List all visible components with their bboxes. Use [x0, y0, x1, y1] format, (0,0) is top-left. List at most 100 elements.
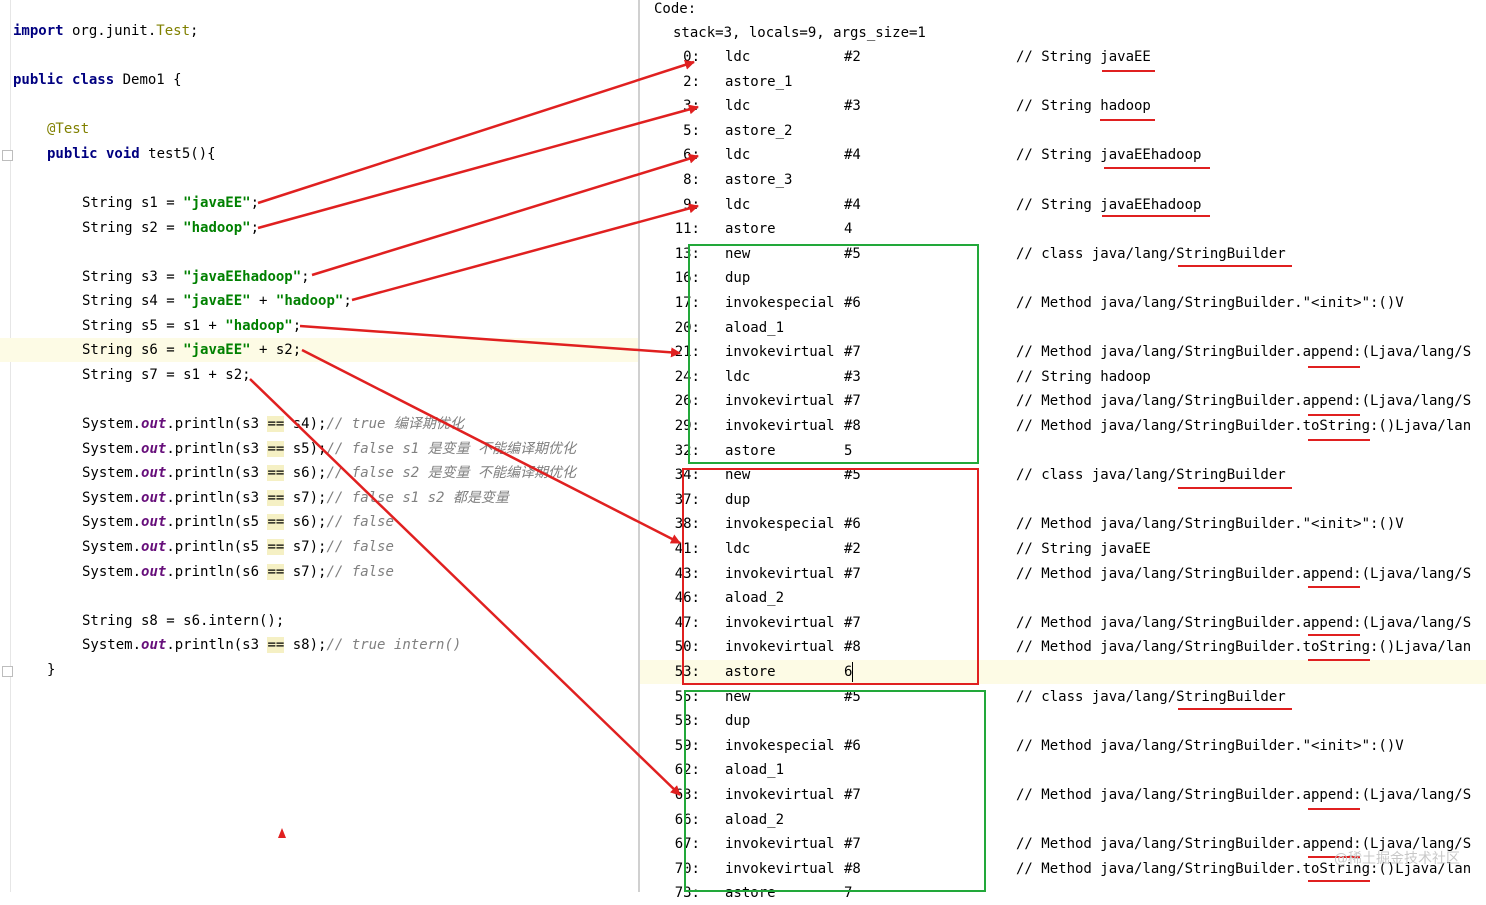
bytecode-row: 2: astore_1: [640, 70, 1486, 94]
bytecode-idx: 2:: [683, 73, 700, 90]
code-line-p5: System.out.println(s5 == s6);// false: [82, 512, 394, 532]
code-token: +: [250, 293, 276, 309]
bytecode-row: 46:aload_2: [640, 586, 1486, 610]
bytecode-view[interactable]: Code: stack=3, locals=9, args_size=1 0:l…: [640, 0, 1486, 901]
code-token: ;: [301, 269, 310, 285]
code-token: ==: [267, 539, 285, 555]
code-token: System.: [82, 490, 142, 506]
code-token: }: [47, 662, 56, 678]
code-token: .println(s3: [166, 637, 268, 653]
code-token: s7);: [284, 539, 327, 555]
bytecode-op: aload_2: [725, 811, 785, 828]
code-token: ;: [190, 23, 199, 39]
code-token: public void: [47, 146, 140, 162]
bytecode-row: 62:aload_1: [640, 758, 1486, 782]
code-token: String s6 =: [82, 342, 184, 358]
stack-info: stack=3, locals=9, args_size=1: [673, 25, 926, 41]
bytecode-op: invokevirtual: [725, 787, 835, 803]
bytecode-op: ldc: [725, 49, 751, 65]
bytecode-arg: #6: [844, 516, 861, 533]
bytecode-arg: #2: [844, 49, 861, 65]
bytecode-idx: 26:: [674, 393, 700, 410]
editor-gutter: [10, 0, 11, 892]
code-line-s6: String s6 = "javaEE" + s2;: [82, 340, 301, 360]
bytecode-cmt: // Method java/lang/StringBuilder.append…: [1016, 393, 1472, 410]
bytecode-op: astore_1: [725, 73, 793, 90]
bytecode-row: 8:astore_3: [640, 168, 1486, 192]
bytecode-row: 24:ldc#3// String hadoop: [640, 365, 1486, 389]
s7-stringbuilder-box: [684, 690, 986, 892]
bytecode-row: 29:invokevirtual#8// Method java/lang/St…: [640, 414, 1486, 438]
code-token: out: [141, 465, 167, 481]
bytecode-cmt: // Method java/lang/StringBuilder.append…: [1016, 836, 1472, 853]
code-token: s7);: [284, 490, 327, 506]
bytecode-op: invokespecial: [725, 295, 835, 311]
bytecode-arg: #8: [844, 860, 861, 877]
bytecode-idx: 66:: [674, 811, 700, 828]
bytecode-row: 58:dup: [640, 709, 1486, 733]
code-line-p3: System.out.println(s3 == s6);// false s2…: [82, 463, 576, 483]
fold-marker-icon[interactable]: [2, 666, 13, 677]
bytecode-op: ldc: [725, 196, 751, 213]
bytecode-op: invokevirtual: [725, 344, 835, 361]
bytecode-row: 0:ldc#2// String javaEE: [640, 45, 1486, 69]
code-token: ==: [267, 637, 285, 653]
bytecode-arg: #4: [844, 196, 861, 213]
code-token: out: [141, 539, 167, 555]
code-token: .println(s3: [166, 416, 268, 432]
bytecode-op: ldc: [725, 98, 751, 115]
code-line-s5: String s5 = s1 + "hadoop";: [82, 316, 301, 336]
pane-divider[interactable]: [638, 0, 640, 892]
bytecode-cmt: // String javaEE: [1016, 49, 1151, 65]
code-token: System.: [82, 539, 142, 555]
bytecode-idx: 38:: [674, 516, 700, 533]
code-token: s7);: [284, 564, 327, 580]
bytecode-idx: 20:: [674, 319, 700, 336]
watermark: @稀土掘金技术社区: [1334, 851, 1460, 867]
code-token: "hadoop": [225, 318, 293, 334]
code-line-class: public class Demo1 {: [13, 70, 182, 90]
code-token: Test: [156, 23, 191, 39]
code-token: System.: [82, 441, 142, 457]
code-token: System.: [82, 465, 142, 481]
fold-marker-icon[interactable]: [2, 150, 13, 161]
bytecode-idx: 58:: [674, 713, 700, 730]
code-token: String s1 =: [82, 195, 184, 211]
bytecode-arg: #8: [844, 639, 861, 656]
bytecode-cmt: // String javaEEhadoop: [1016, 147, 1202, 164]
bytecode-cmt: // String hadoop: [1016, 368, 1151, 385]
bytecode-cmt: // class java/lang/StringBuilder: [1016, 467, 1286, 484]
code-token: s6);: [284, 465, 327, 481]
code-token: s8);: [284, 637, 327, 653]
bytecode-arg: #8: [844, 418, 861, 434]
code-token: "javaEE": [183, 195, 251, 211]
code-header: Code:: [654, 1, 697, 17]
bytecode-op: ldc: [725, 147, 751, 164]
code-token: @Test: [47, 121, 90, 137]
code-line-method: public void test5(){: [47, 144, 216, 164]
bytecode-row: 66: aload_2: [640, 808, 1486, 832]
bytecode-op: dup: [725, 491, 751, 508]
bytecode-cmt: // Method java/lang/StringBuilder.toStri…: [1016, 639, 1472, 656]
bytecode-row: 55:new#5// class java/lang/StringBuilder: [640, 685, 1486, 709]
code-line-import: import org.junit.Test;: [13, 21, 198, 41]
bytecode-arg: #5: [844, 467, 861, 484]
code-token: .println(s3: [166, 441, 268, 457]
bytecode-op: astore_3: [725, 172, 793, 188]
bytecode-op: astore: [725, 664, 776, 680]
bytecode-op: ldc: [725, 368, 751, 385]
code-token: ;: [343, 293, 352, 309]
bytecode-op: invokevirtual: [725, 860, 835, 877]
code-token: .println(s3: [166, 490, 268, 506]
code-token: .println(s5: [166, 514, 268, 530]
bytecode-idx: 47:: [674, 614, 700, 631]
bytecode-row: 70:invokevirtual#8// Method java/lang/St…: [640, 857, 1486, 881]
code-token: import: [13, 23, 64, 39]
bytecode-cmt: // Method java/lang/StringBuilder.append…: [1016, 565, 1472, 582]
bytecode-cmt: // Method java/lang/StringBuilder.toStri…: [1016, 860, 1472, 877]
bytecode-idx: 11:: [674, 221, 700, 238]
code-token: ==: [267, 465, 285, 481]
bytecode-op: invokespecial: [725, 516, 835, 533]
bytecode-arg: #2: [844, 541, 861, 557]
